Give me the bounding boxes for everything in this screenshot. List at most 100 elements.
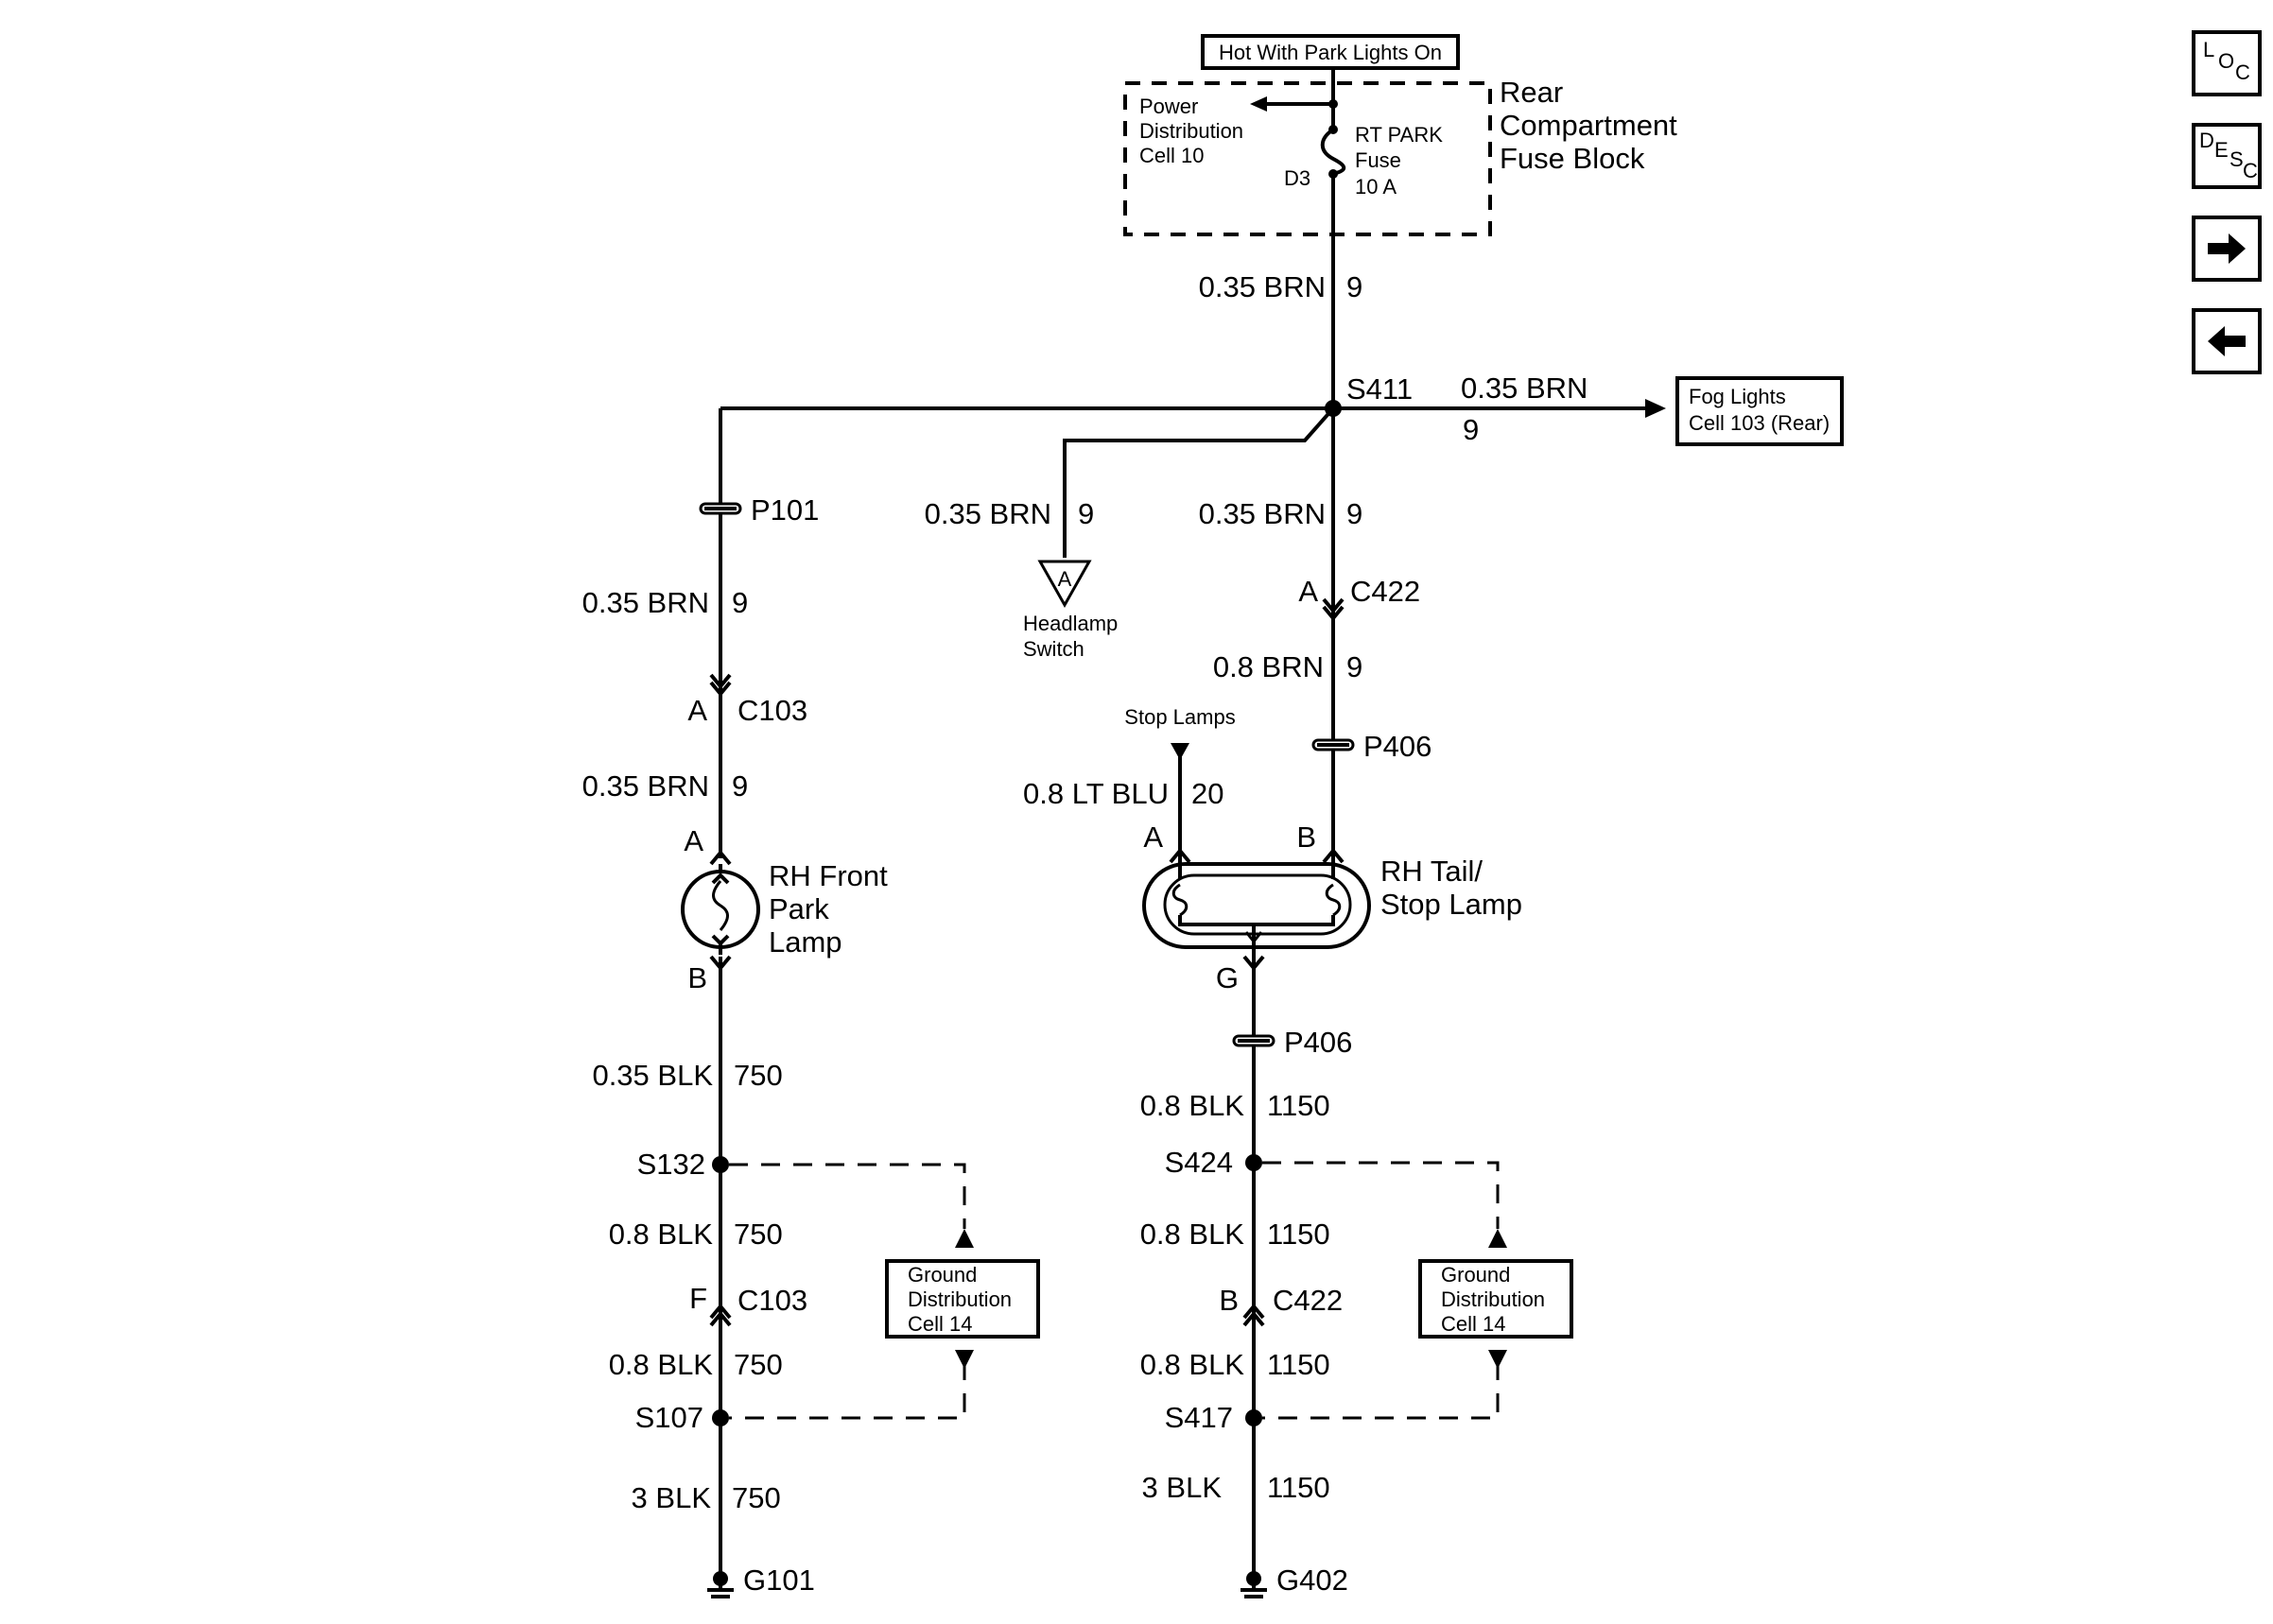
svg-text:Power: Power bbox=[1139, 95, 1198, 118]
ground-dist-right-up-arrow bbox=[1488, 1229, 1507, 1248]
p406-bottom-passthrough-icon bbox=[1232, 1034, 1275, 1047]
rear-gnd-4-circuit: 1150 bbox=[1267, 1471, 1330, 1504]
p101-passthrough-icon bbox=[699, 502, 742, 515]
rear-gnd-4-size: 3 BLK bbox=[1142, 1471, 1223, 1504]
rear-upper-wire-size: 0.35 BRN bbox=[1199, 497, 1326, 530]
rear-gnd-3-circuit: 1150 bbox=[1267, 1348, 1330, 1381]
ground-g101-label: G101 bbox=[743, 1564, 815, 1597]
main-wire-size: 0.35 BRN bbox=[1199, 270, 1326, 303]
s424-ground-dist-link bbox=[1262, 1161, 1500, 1229]
tail-lamp-pin-g: G bbox=[1216, 961, 1239, 994]
fuse-block-outline bbox=[1123, 81, 1492, 236]
headlamp-switch-pin: A bbox=[1058, 567, 1072, 591]
splice-s411-label: S411 bbox=[1346, 372, 1413, 406]
next-button[interactable] bbox=[2192, 216, 2262, 282]
arrow-right-icon bbox=[2208, 233, 2246, 264]
front-gnd-2-circuit: 750 bbox=[734, 1218, 783, 1251]
svg-text:Compartment: Compartment bbox=[1500, 109, 1677, 142]
arrow-left-icon bbox=[2208, 326, 2246, 356]
ground-dist-right-2: Distribution bbox=[1441, 1287, 1545, 1311]
fuse-label: RT PARK Fuse 10 A bbox=[1355, 123, 1443, 199]
tail-stop-lamp-icon bbox=[1142, 862, 1371, 949]
svg-text:Cell 10: Cell 10 bbox=[1139, 144, 1204, 167]
s417-ground-dist-link bbox=[1262, 1361, 1500, 1420]
ground-dist-left-3: Cell 14 bbox=[908, 1312, 972, 1336]
ground-distribution-right-box[interactable] bbox=[1418, 1259, 1573, 1339]
front-lamp-label-3: Lamp bbox=[769, 925, 842, 959]
splice-s417 bbox=[1245, 1409, 1262, 1426]
splice-s107 bbox=[712, 1409, 729, 1426]
tail-lamp-label-1: RH Tail/ bbox=[1380, 855, 1483, 888]
splice-s132-label: S132 bbox=[637, 1148, 705, 1181]
svg-text:Distribution: Distribution bbox=[1139, 119, 1243, 143]
rear-gnd-1-circuit: 1150 bbox=[1267, 1089, 1330, 1122]
s107-ground-dist-link bbox=[729, 1361, 966, 1420]
tail-lamp-label-2: Stop Lamp bbox=[1380, 888, 1522, 921]
front-lamp-pin-a: A bbox=[684, 824, 703, 857]
headlamp-wire-size: 0.35 BRN bbox=[925, 497, 1051, 530]
p101-label: P101 bbox=[751, 493, 819, 527]
fog-lights-box[interactable] bbox=[1675, 376, 1844, 446]
p406-top-label: P406 bbox=[1363, 730, 1431, 763]
splice-s424-label: S424 bbox=[1165, 1146, 1233, 1179]
front-gnd-3-circuit: 750 bbox=[734, 1348, 783, 1381]
fog-wire-circuit: 9 bbox=[1463, 413, 1479, 446]
c422-bottom-pin: B bbox=[1219, 1284, 1239, 1317]
tail-lamp-pin-a: A bbox=[1143, 821, 1163, 854]
ground-dist-left-1: Ground bbox=[908, 1263, 977, 1287]
hot-with-park-lights-box bbox=[1201, 34, 1460, 70]
fog-lights-cell: Cell 103 (Rear) bbox=[1689, 411, 1830, 435]
c422-bottom-label: C422 bbox=[1273, 1284, 1343, 1317]
front-park-lamp-icon bbox=[681, 864, 760, 955]
stop-lamps-arrow-icon bbox=[1171, 743, 1189, 760]
power-distribution-arrow bbox=[1250, 96, 1267, 112]
c103-bottom-pin: F bbox=[689, 1282, 707, 1315]
front-gnd-4-size: 3 BLK bbox=[632, 1481, 712, 1514]
front-lamp-pin-b: B bbox=[687, 961, 707, 994]
fog-lights-label: Fog Lights bbox=[1689, 385, 1786, 408]
c103-bottom-connector-icon bbox=[709, 1303, 732, 1327]
power-distribution-label: Power Distribution Cell 10 bbox=[1139, 95, 1243, 167]
loc-button[interactable]: L O C bbox=[2192, 30, 2262, 96]
fuse-block-title: Rear Compartment Fuse Block bbox=[1500, 76, 1677, 175]
ground-dist-left-down-arrow bbox=[955, 1350, 974, 1369]
rear-gnd-1-size: 0.8 BLK bbox=[1140, 1089, 1245, 1122]
ground-dist-right-1: Ground bbox=[1441, 1263, 1510, 1287]
splice-s107-label: S107 bbox=[635, 1401, 703, 1434]
source-label: Hot With Park Lights On bbox=[1219, 41, 1442, 64]
ground-g101-icon bbox=[707, 1571, 734, 1598]
headlamp-switch-icon bbox=[1037, 560, 1092, 609]
splice-s424 bbox=[1245, 1154, 1262, 1171]
front-lamp-label-2: Park bbox=[769, 892, 829, 925]
svg-text:RT PARK: RT PARK bbox=[1355, 123, 1443, 147]
headlamp-switch-label-2: Switch bbox=[1023, 637, 1084, 661]
c422-top-pin: A bbox=[1298, 575, 1318, 608]
front-gnd-3-size: 0.8 BLK bbox=[609, 1348, 714, 1381]
front-upper-wire-circuit: 9 bbox=[732, 586, 748, 619]
svg-text:Rear: Rear bbox=[1500, 76, 1563, 109]
desc-button[interactable]: D E S C bbox=[2192, 123, 2262, 189]
c422-bottom-connector-icon bbox=[1242, 1303, 1265, 1327]
ground-g402-icon bbox=[1241, 1571, 1267, 1598]
svg-text:10 A: 10 A bbox=[1355, 175, 1397, 199]
main-wire-circuit: 9 bbox=[1346, 270, 1362, 303]
fuse-pin-d3: D3 bbox=[1284, 166, 1310, 190]
ground-distribution-left-box[interactable] bbox=[885, 1259, 1040, 1339]
rear-lower-wire-size: 0.8 BRN bbox=[1213, 650, 1324, 683]
headlamp-switch-label-1: Headlamp bbox=[1023, 612, 1118, 635]
stop-lamps-label: Stop Lamps bbox=[1124, 705, 1235, 729]
tail-lamp-pin-a-icon bbox=[1169, 847, 1191, 864]
c103-top-pin: A bbox=[687, 694, 707, 727]
c103-top-label: C103 bbox=[737, 694, 807, 727]
p406-top-passthrough-icon bbox=[1311, 738, 1355, 752]
fuse-icon bbox=[1320, 104, 1346, 179]
c422-top-label: C422 bbox=[1350, 575, 1420, 608]
rear-gnd-2-circuit: 1150 bbox=[1267, 1218, 1330, 1251]
fog-wire-size: 0.35 BRN bbox=[1461, 371, 1588, 405]
prev-button[interactable] bbox=[2192, 308, 2262, 374]
ground-dist-left-2: Distribution bbox=[908, 1287, 1012, 1311]
rear-gnd-3-size: 0.8 BLK bbox=[1140, 1348, 1245, 1381]
front-lamp-pin-a-icon bbox=[709, 849, 732, 866]
headlamp-wire-circuit: 9 bbox=[1078, 497, 1094, 530]
